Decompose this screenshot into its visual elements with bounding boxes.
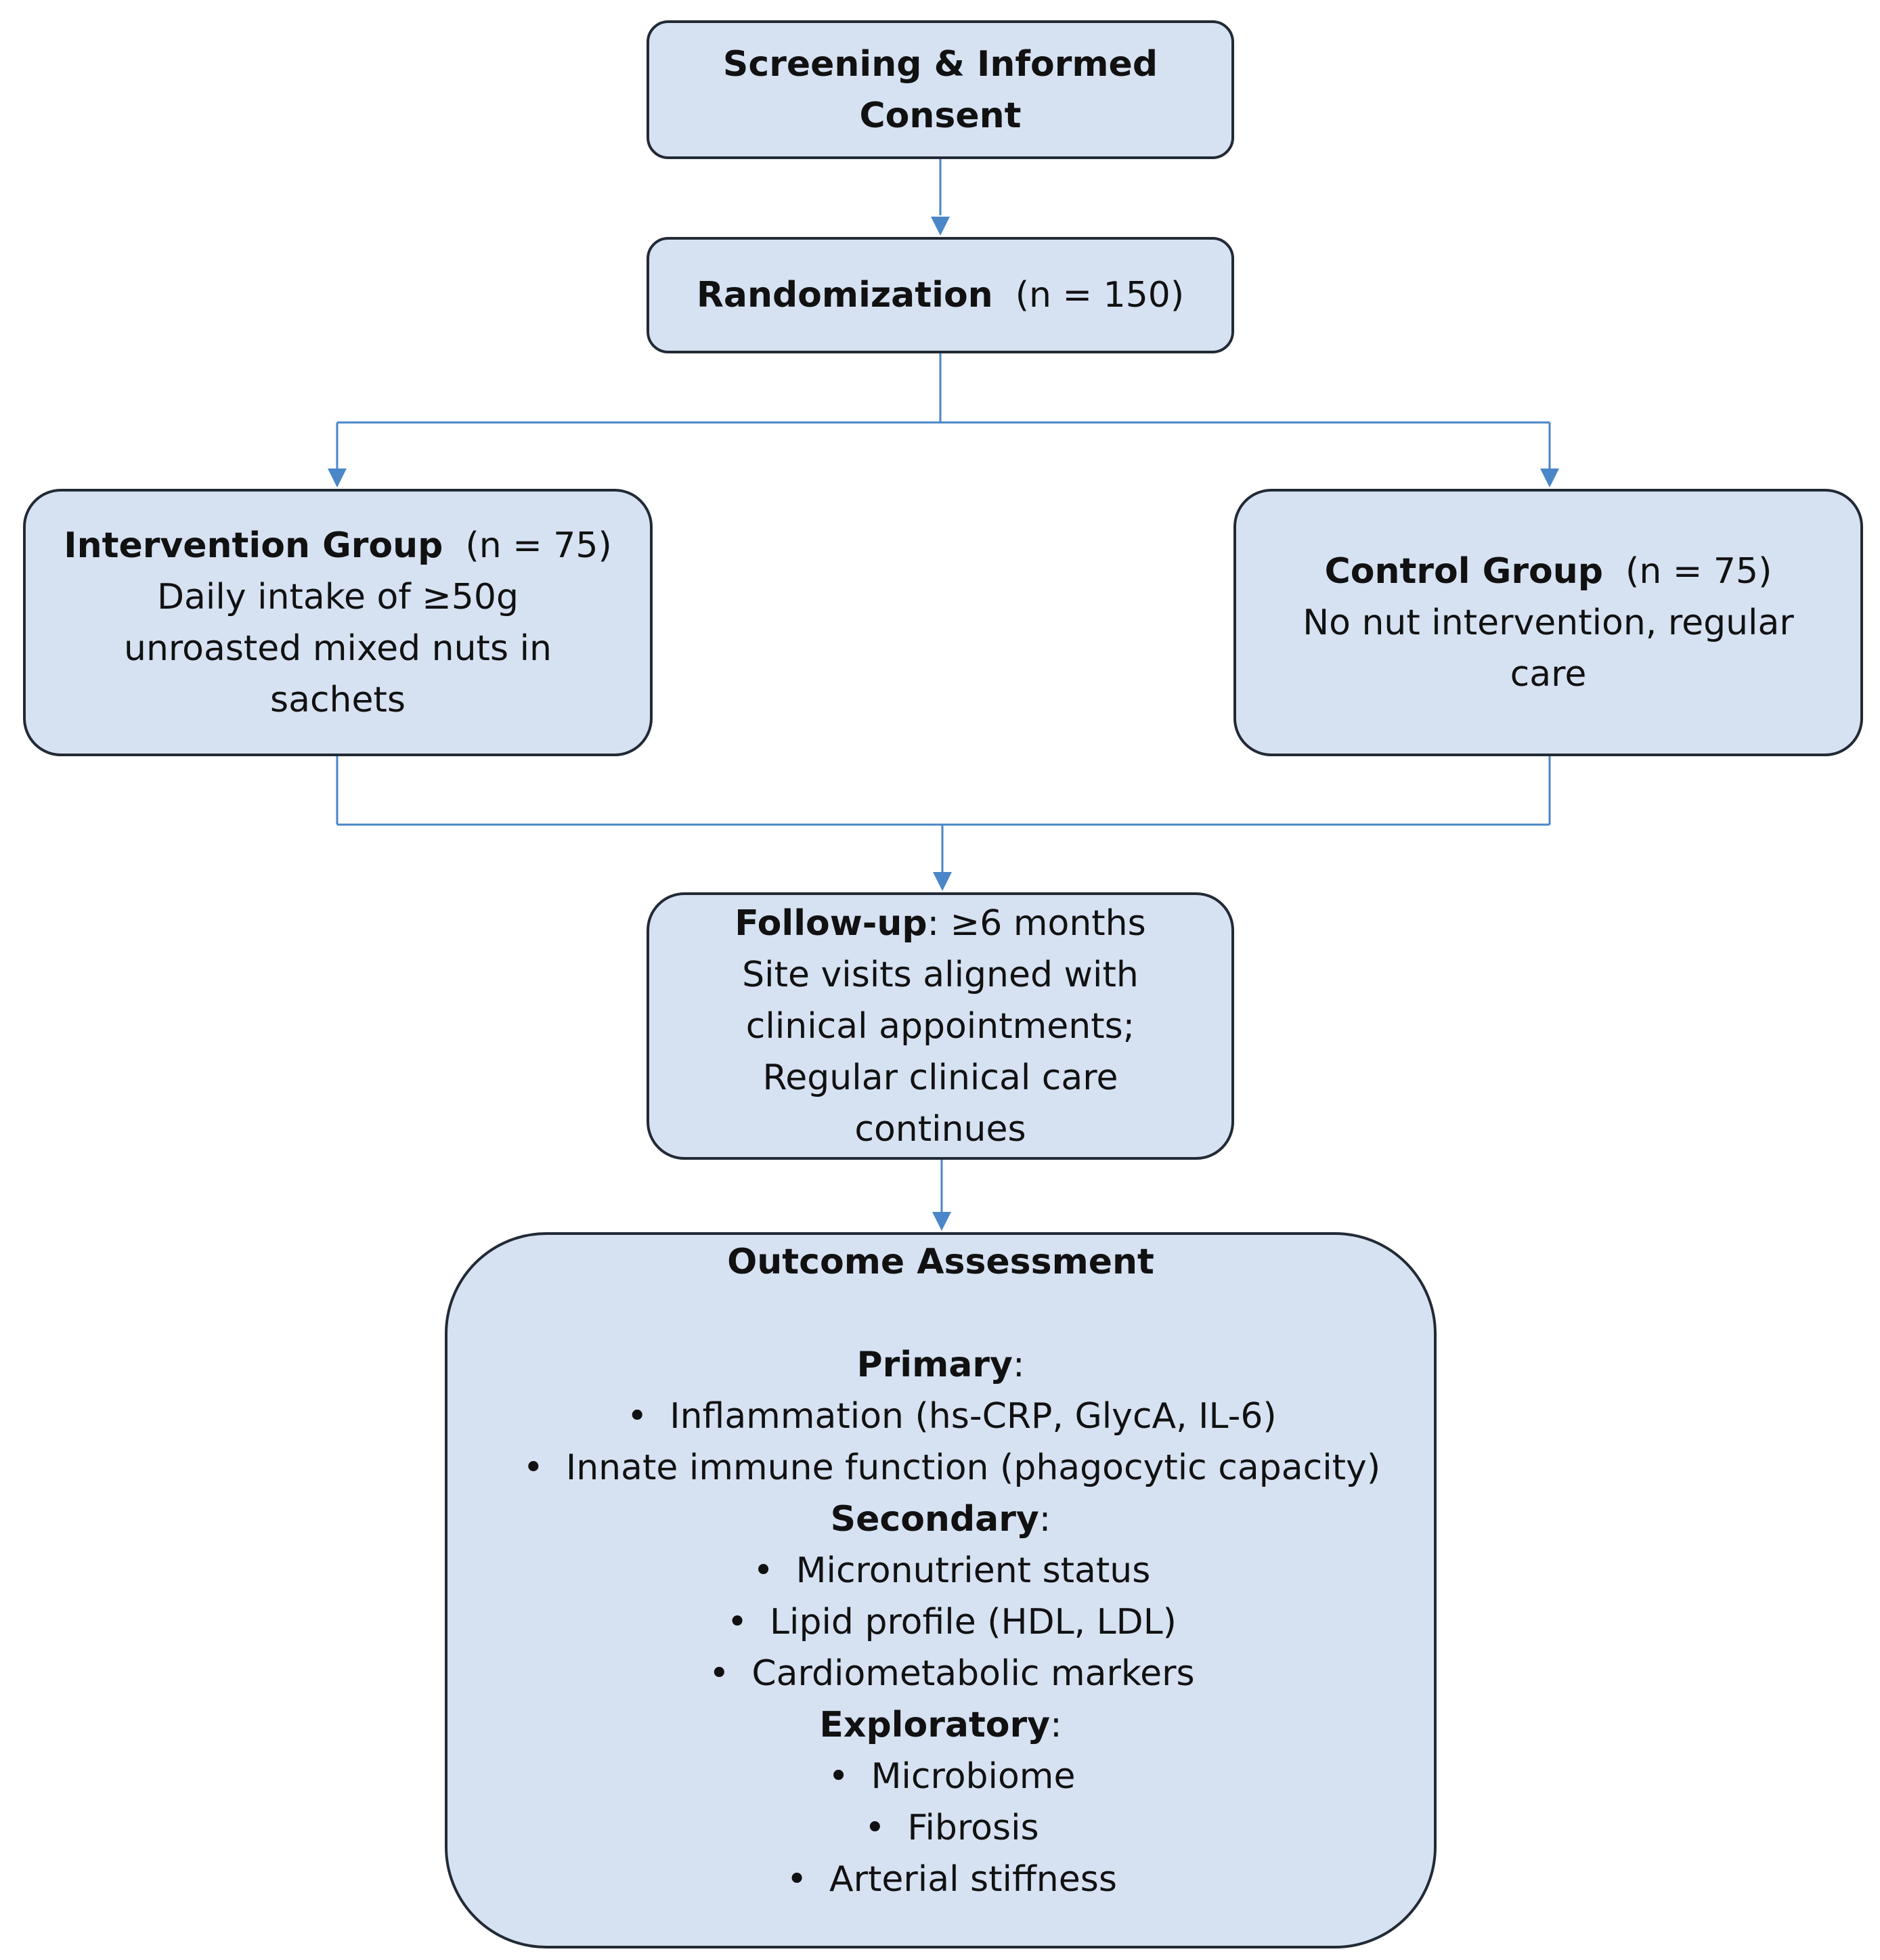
- exploratory-item-text: Microbiome: [871, 1756, 1076, 1797]
- followup-desc-line: clinical appointments;: [745, 1005, 1135, 1047]
- intervention-count: (n = 75): [465, 525, 612, 566]
- secondary-item: • Cardiometabolic markers: [686, 1648, 1195, 1699]
- primary-item: • Innate immune function (phagocytic capa…: [501, 1442, 1381, 1494]
- exploratory-item: • Microbiome: [806, 1751, 1076, 1802]
- secondary-label: Secondary: [830, 1499, 1039, 1540]
- control-title: Control Group: [1324, 550, 1603, 592]
- outcome-assessment-box: Outcome Assessment Primary: • Inflammatio…: [445, 1232, 1437, 1948]
- secondary-item: • Micronutrient status: [731, 1545, 1151, 1596]
- label-colon: :: [1050, 1705, 1062, 1745]
- label-colon: :: [1012, 1345, 1025, 1385]
- consent-title-line1: Screening & Informed: [722, 43, 1158, 85]
- control-desc-line: care: [1510, 653, 1587, 695]
- followup-title: Follow-up: [735, 902, 927, 944]
- arrowhead-control: [1540, 469, 1559, 487]
- exploratory-item-text: Fibrosis: [907, 1808, 1039, 1848]
- follow-up-box: Follow-up: ≥6 months Site visits aligned…: [647, 892, 1234, 1160]
- control-group-box: Control Group (n = 75) No nut interventi…: [1233, 489, 1863, 756]
- intervention-title: Intervention Group: [64, 525, 443, 566]
- label-colon: :: [1039, 1499, 1051, 1540]
- arrowhead-randomization: [931, 217, 950, 236]
- secondary-item-text: Lipid profile (HDL, LDL): [770, 1602, 1177, 1642]
- bullet-icon: •: [865, 1808, 886, 1848]
- primary-item: • Inflammation (hs-CRP, GlycA, IL-6): [605, 1391, 1277, 1442]
- bullet-icon: •: [786, 1859, 808, 1900]
- bullet-icon: •: [626, 1396, 648, 1437]
- screening-consent-box: Screening & Informed Consent: [647, 20, 1234, 159]
- exploratory-label: Exploratory: [819, 1705, 1051, 1745]
- intervention-desc-line: Daily intake of ≥50g: [157, 576, 519, 617]
- intervention-desc-line: sachets: [270, 679, 406, 720]
- outcome-title: Outcome Assessment: [727, 1242, 1154, 1282]
- intervention-desc-line: unroasted mixed nuts in: [124, 628, 552, 669]
- arrowhead-intervention: [328, 469, 347, 487]
- bullet-icon: •: [709, 1653, 730, 1694]
- arrowhead-outcome: [932, 1212, 951, 1231]
- control-desc-line: No nut intervention, regular: [1303, 602, 1794, 643]
- arrowhead-followup: [933, 872, 952, 891]
- followup-duration: : ≥6 months: [927, 902, 1146, 944]
- bullet-icon: •: [726, 1602, 748, 1642]
- bullet-icon: •: [753, 1550, 774, 1591]
- secondary-item: • Lipid profile (HDL, LDL): [705, 1596, 1177, 1648]
- primary-item-text: Inflammation (hs-CRP, GlycA, IL-6): [670, 1396, 1277, 1437]
- bullet-icon: •: [828, 1756, 849, 1797]
- exploratory-item-text: Arterial stiffness: [829, 1859, 1117, 1900]
- consent-title-line2: Consent: [859, 95, 1022, 136]
- control-count: (n = 75): [1625, 550, 1772, 592]
- followup-desc-line: Regular clinical care: [762, 1057, 1118, 1098]
- primary-item-text: Innate immune function (phagocytic capac…: [565, 1447, 1381, 1488]
- secondary-item-text: Micronutrient status: [795, 1550, 1151, 1591]
- intervention-group-box: Intervention Group (n = 75) Daily intake…: [23, 489, 653, 756]
- randomization-count: (n = 150): [1015, 275, 1185, 315]
- followup-desc-line: Site visits aligned with: [742, 954, 1139, 995]
- primary-label: Primary: [856, 1345, 1013, 1385]
- exploratory-item: • Arterial stiffness: [764, 1854, 1117, 1905]
- secondary-item-text: Cardiometabolic markers: [751, 1653, 1195, 1694]
- followup-desc-line: continues: [854, 1108, 1026, 1150]
- exploratory-item: • Fibrosis: [842, 1802, 1039, 1854]
- bullet-icon: •: [523, 1447, 544, 1488]
- randomization-title: Randomization: [696, 275, 993, 315]
- randomization-box: Randomization (n = 150): [647, 237, 1234, 353]
